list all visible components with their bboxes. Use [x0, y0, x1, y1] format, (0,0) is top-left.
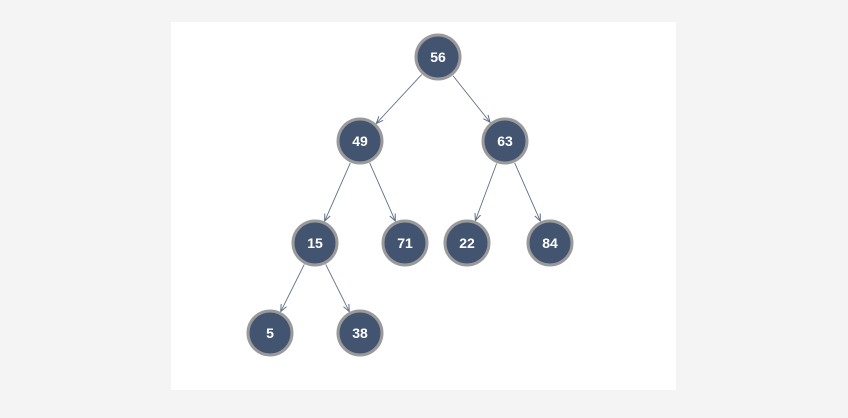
edge-n63-n84: [514, 162, 541, 221]
edge-n63-n22: [475, 163, 498, 220]
node-circle: [526, 219, 574, 267]
node-label: 84: [542, 235, 558, 251]
node-circle: [336, 117, 384, 165]
tree-node-56: 56: [414, 33, 462, 81]
node-label: 15: [307, 235, 323, 251]
edge-n15-n38: [325, 264, 350, 311]
node-circle: [246, 309, 294, 357]
node-label: 38: [352, 325, 368, 341]
node-circle: [291, 219, 339, 267]
tree-node-38: 38: [336, 309, 384, 357]
node-label: 71: [397, 235, 413, 251]
tree-node-71: 71: [381, 219, 429, 267]
node-circle: [481, 117, 529, 165]
tree-node-63: 63: [481, 117, 529, 165]
tree-node-5: 5: [246, 309, 294, 357]
tree-node-84: 84: [526, 219, 574, 267]
edge-n15-n5: [281, 264, 305, 311]
node-circle: [336, 309, 384, 357]
edge-n49-n15: [325, 162, 351, 221]
node-label: 56: [430, 49, 446, 65]
node-label: 63: [497, 133, 513, 149]
node-label: 5: [266, 325, 274, 341]
tree-node-22: 22: [443, 219, 491, 267]
node-label: 49: [352, 133, 368, 149]
node-circle: [443, 219, 491, 267]
tree-node-49: 49: [336, 117, 384, 165]
tree-node-15: 15: [291, 219, 339, 267]
edge-n56-n49: [376, 74, 422, 124]
node-circle: [381, 219, 429, 267]
edge-n56-n63: [452, 75, 490, 122]
node-label: 22: [459, 235, 475, 251]
node-circle: [414, 33, 462, 81]
edge-n49-n71: [369, 162, 396, 221]
